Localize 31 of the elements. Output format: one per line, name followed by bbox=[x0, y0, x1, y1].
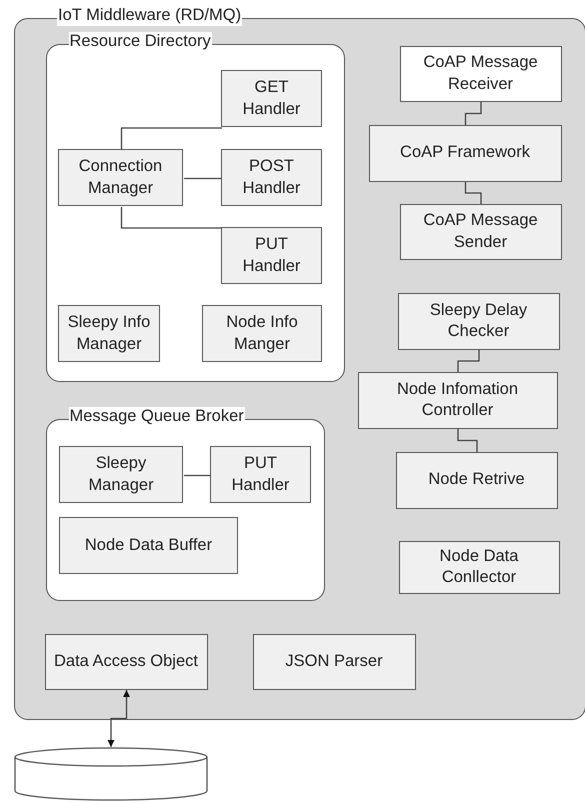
component-box: Connection Manager bbox=[58, 149, 183, 206]
arrow bbox=[108, 690, 130, 747]
connector-line bbox=[464, 182, 482, 204]
connector-line bbox=[457, 350, 480, 372]
connector-line bbox=[120, 127, 222, 150]
component-box: Data Access Object bbox=[44, 634, 208, 690]
component-box: CoAP Framework bbox=[368, 124, 562, 182]
connector-line bbox=[457, 429, 478, 452]
component-box: CoAP Message Sender bbox=[400, 204, 562, 260]
component-box: Node Data Conllector bbox=[398, 540, 560, 594]
component-box: Node Data Buffer bbox=[59, 517, 238, 574]
group-title: Message Queue Broker bbox=[68, 406, 245, 426]
component-box: Node Retrive bbox=[396, 452, 558, 508]
group-title: IoT Middleware (RD/MQ) bbox=[57, 6, 242, 26]
component-box: Sleepy Info Manager bbox=[58, 305, 160, 362]
component-box: JSON Parser bbox=[252, 634, 416, 690]
component-box: Sleepy Delay Checker bbox=[398, 292, 560, 350]
group-title: Resource Directory bbox=[68, 32, 212, 52]
connector-line bbox=[184, 474, 211, 476]
component-box: Node Infomation Controller bbox=[358, 372, 558, 428]
connector-line bbox=[184, 178, 222, 180]
component-box: Node Info Manger bbox=[202, 305, 322, 362]
component-box: Sleepy Manager bbox=[59, 446, 183, 503]
database-cylinder bbox=[14, 747, 208, 801]
connector-line bbox=[464, 102, 482, 125]
component-box: POST Handler bbox=[221, 149, 322, 206]
component-box: GET Handler bbox=[221, 70, 322, 127]
connector-line bbox=[120, 207, 222, 229]
component-box: PUT Handler bbox=[210, 446, 311, 503]
component-box: CoAP Message Receiver bbox=[400, 46, 562, 102]
component-box: PUT Handler bbox=[221, 227, 322, 284]
